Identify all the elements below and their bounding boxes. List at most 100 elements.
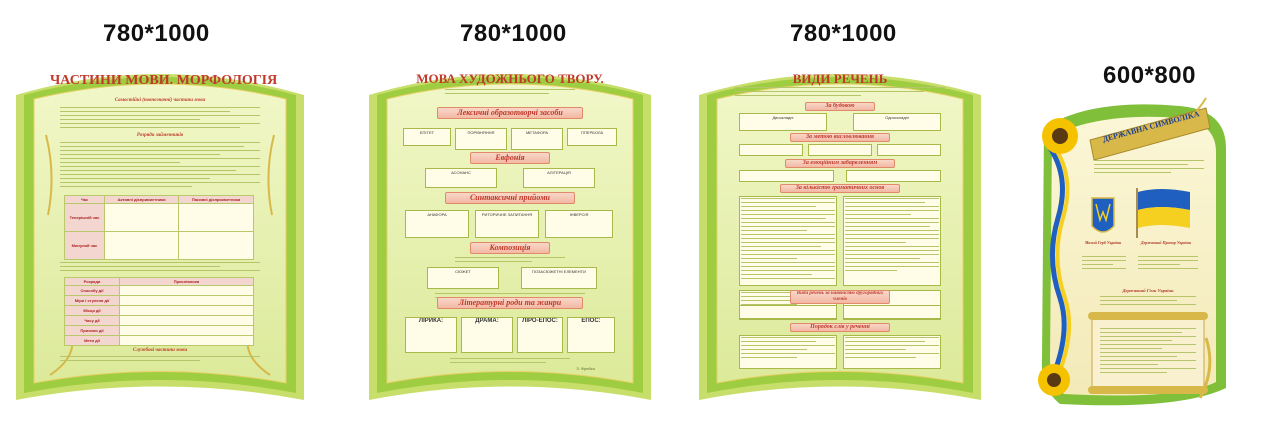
table-header: Прислівники [119,277,254,286]
panel-title: ЧАСТИНИ МОВИ. МОРФОЛОГІЯ [50,73,278,88]
term-box: МЕТАФОРА [511,128,563,150]
stand-state-symbols: ДЕРЖАВНА СИМВОЛІКА Малий Герб України Де… [1030,88,1235,418]
term-box [808,144,872,156]
term-box: ПОЗАСЮЖЕТНІ ЕЛЕМЕНТИ [521,267,597,289]
term-box [846,170,941,182]
table-row-label: Місця дії [64,305,120,316]
intro-text [445,89,575,99]
quote-text [450,358,570,366]
text-box [739,196,837,286]
table-header: Пасивні дієприкметники [178,195,254,204]
heading-genres: Літературні роди та жанри [437,297,583,309]
table-row-label: Способу дії [64,285,120,296]
heading-structure: За будовою [805,102,875,111]
text-block [60,356,260,366]
panel-title: ВИДИ РЕЧЕНЬ [792,71,888,86]
term-box: Односкладні [853,113,941,131]
table-cell [103,203,180,232]
heading-euphony: Евфонія [470,152,550,164]
text-box [843,335,941,369]
table-cell [119,315,254,326]
term-box: ГІПЕРБОЛА [567,128,617,146]
table-cell [178,203,254,232]
term-box: АНАФОРА [405,210,469,238]
text-block [1082,256,1126,280]
table-row-label: Причини дії [64,325,120,336]
term-box: АЛІТЕРАЦІЯ [523,168,595,188]
term-box [739,144,803,156]
heading-composition: Композиція [470,242,550,254]
text-box [739,335,837,369]
stand-morphology: ЧАСТИНИ МОВИ. МОРФОЛОГІЯ Самостійні (пов… [10,55,310,420]
table-cell [178,231,254,260]
size-label-stand2: 780*1000 [460,20,567,47]
coat-of-arms-icon [1091,197,1115,233]
coat-caption: Малий Герб України [1084,240,1122,245]
genre-box: ДРАМА: [461,317,513,353]
table-header: Активні дієприкметники [103,195,180,204]
table-row-label: Часу дії [64,315,120,326]
heading-emotion: За емоційним забарвленням [785,159,895,168]
anthem-text [1100,328,1196,384]
heading-purpose: За метою висловлювання [790,133,890,142]
section-heading: Розряди займенників [136,133,184,138]
text-block [1100,296,1196,310]
term-box: АСОНАНС [425,168,497,188]
size-label-stand3: 780*1000 [790,20,897,47]
stand-sentence-types: ВИДИ РЕЧЕНЬ За будовою Двоскладні Односк… [695,55,985,420]
table-cell [103,231,180,260]
term-box [739,170,834,182]
sunflower-icon [1042,118,1078,154]
genre-box: ЕПОС: [567,317,615,353]
intro-text [735,87,945,99]
table-cell [119,295,254,306]
term-box: СЮЖЕТ [427,267,499,289]
flag-icon [1136,188,1190,238]
table-cell [119,335,254,346]
heading-secondary-members: Види речень за наявністю другорядних чле… [790,290,890,304]
section-heading: Самостійні (повнозначні) частини мови [114,98,206,103]
anthem-title: Державний Гімн України [1122,288,1174,293]
size-label-stand4: 600*800 [1103,62,1196,89]
term-box [739,305,837,319]
heading-grammar-bases: За кількістю граматичних основ [780,184,900,193]
text-block [60,107,260,133]
stand-artistic-language: МОВА ХУДОЖНЬОГО ТВОРУ. Лексичні образотв… [365,55,655,420]
term-box: Двоскладні [739,113,827,131]
intro-text [1094,160,1204,180]
term-box [843,305,941,319]
genre-box: ЛІРИКА: [405,317,457,353]
sunflower-icon [1038,364,1070,396]
table-row-label: Минулий час [64,231,105,260]
heading-lexical: Лексичні образотворчі засоби [437,107,583,119]
term-box [877,144,941,156]
adverb-table: Розряди Прислівники Способу дії Міри і с… [64,277,254,346]
table-cell [119,305,254,316]
text-box [843,196,941,286]
genre-box: ЛІРО-ЕПОС: [517,317,563,353]
term-box: ПОРІВНЯННЯ [455,128,507,150]
heading-syntax: Синтаксичні прийоми [445,192,575,204]
table-cell [119,325,254,336]
table-header: Час [64,195,105,204]
table-row-label: Міри і ступеня дії [64,295,120,306]
heading-word-order: Порядок слів у реченні [790,323,890,332]
size-label-stand1: 780*1000 [103,20,210,47]
text-block [1138,256,1198,280]
text-block [455,257,565,267]
stand-frame [1038,97,1226,406]
table-header: Розряди [64,277,120,286]
text-block [60,142,260,192]
table-row-label: Мети дії [64,335,120,346]
section-heading: Службові частини мови [132,348,188,353]
text-block [60,262,260,276]
term-box: ЕПІТЕТ [403,128,451,146]
panel-title: МОВА ХУДОЖНЬОГО ТВОРУ. [416,71,604,86]
participle-table: Час Активні дієприкметники Пасивні дієпр… [64,195,254,260]
table-cell [119,285,254,296]
table-row-label: Теперішній час [64,203,105,232]
term-box: ІНВЕРСІЯ [545,210,613,238]
term-box: РИТОРИЧНЕ ЗАПИТАННЯ [475,210,539,238]
flag-caption: Державний Прапор України [1140,240,1192,245]
quote-author: З. Фрейсо [576,366,595,371]
